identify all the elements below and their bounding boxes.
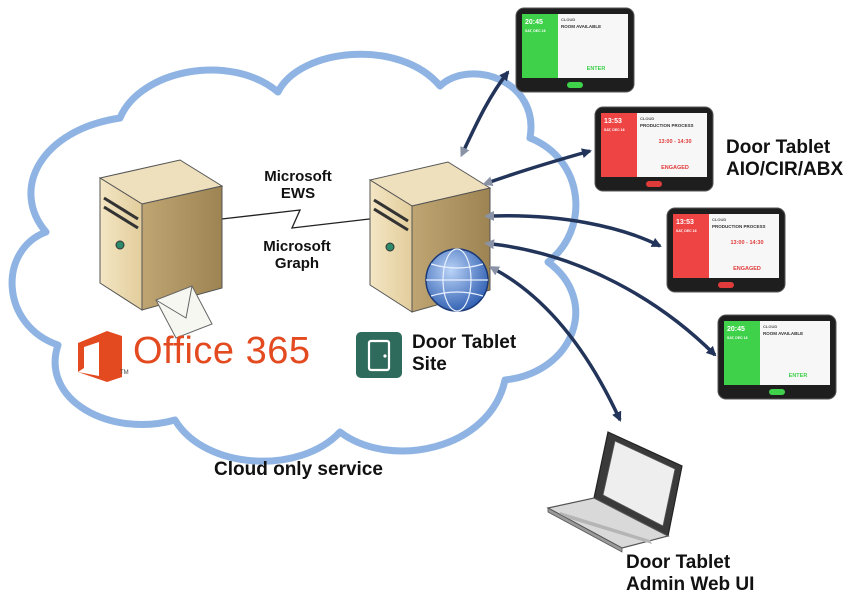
tablet-time-slot: 13:00 - 14:30 <box>658 139 691 145</box>
tablet-date: SAT, DEC 16 <box>676 229 697 233</box>
tablet-org: CLOUD <box>712 217 726 222</box>
door-tablet-site-icon <box>356 332 402 378</box>
tablet-time: 20:45 <box>525 19 543 26</box>
label-tablet-models: Door Tablet AIO/CIR/ABX <box>726 137 844 180</box>
tablet-content-panel <box>558 14 628 78</box>
tablet-status-panel <box>673 214 709 278</box>
email-envelope-icon <box>155 285 213 339</box>
tablet-org: CLOUD <box>763 324 777 329</box>
tablet-action-text: ENGAGED <box>733 266 761 272</box>
tablet-room-title: ROOM AVAILABLE <box>561 24 601 29</box>
tablet-room-title: PRODUCTION PROCESS <box>712 224 766 229</box>
tablet-action-text: ENTER <box>789 373 808 379</box>
globe-icon <box>425 248 489 312</box>
tablet-time: 20:45 <box>727 326 745 333</box>
connection-line <box>212 209 379 229</box>
tablet-action-text: ENGAGED <box>661 165 689 171</box>
label-microsoft-graph: Microsoft Graph <box>263 238 331 273</box>
tablet-status-panel <box>724 321 760 385</box>
tablet-time-slot: 13:00 - 14:30 <box>730 240 763 246</box>
tablet-date: SAT, DEC 16 <box>525 29 546 33</box>
tablet-content-panel <box>637 113 707 177</box>
arrow-to-laptop <box>489 266 622 422</box>
label-microsoft-ews: Microsoft EWS <box>264 168 332 203</box>
tablet-date: SAT, DEC 16 <box>727 336 748 340</box>
tablet-date: SAT, DEC 16 <box>604 128 625 132</box>
label-door-tablet-site: Door Tablet Site <box>412 332 517 375</box>
tablet-room-title: PRODUCTION PROCESS <box>640 123 694 128</box>
trademark-mark: TM <box>120 370 129 376</box>
tablet-org: CLOUD <box>640 116 654 121</box>
arrow-to-tablet-2 <box>482 148 592 187</box>
tablet-status-led <box>646 181 662 187</box>
tablet-content-panel <box>760 321 830 385</box>
tablet-org: CLOUD <box>561 17 575 22</box>
arrow-to-tablet-3 <box>484 210 662 248</box>
arrow-to-tablet-1 <box>460 70 510 158</box>
tablet-status-led <box>769 389 785 395</box>
office-server <box>98 159 224 339</box>
label-cloud-only-service: Cloud only service <box>214 459 383 480</box>
tablet-time: 13:53 <box>676 219 694 226</box>
tablet-room-title: ROOM AVAILABLE <box>763 331 803 336</box>
laptop-icon <box>546 431 683 553</box>
office-365-logo: Office 365 TM <box>76 330 316 380</box>
tablet-status-led <box>567 82 583 88</box>
tablet-status-panel <box>601 113 637 177</box>
tablet-action-text: ENTER <box>587 66 606 72</box>
label-admin-web-ui: Door Tablet Admin Web UI <box>626 552 755 595</box>
tablet-content-panel <box>709 214 779 278</box>
tablet-status-led <box>718 282 734 288</box>
office-logo-icon <box>78 331 122 382</box>
tablet-status-panel <box>522 14 558 78</box>
office-365-wordmark: Office 365 <box>133 330 311 372</box>
tablet-time: 13:53 <box>604 118 622 125</box>
